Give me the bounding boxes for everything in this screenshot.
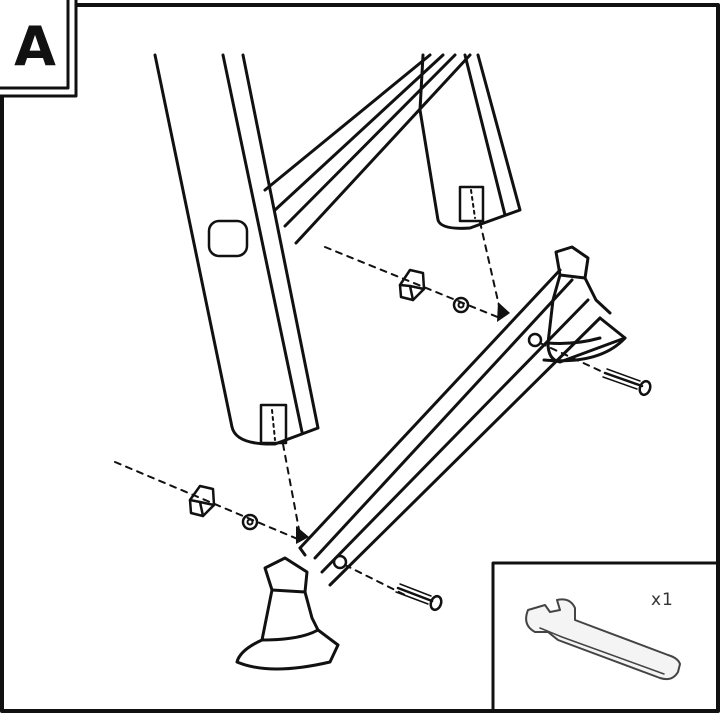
washer-icon — [452, 296, 470, 314]
guide-lines — [114, 221, 606, 596]
right-foot — [542, 245, 627, 364]
hex-nut-icon — [398, 268, 426, 302]
wrench-icon — [525, 598, 681, 681]
right-leg — [418, 53, 522, 230]
washer-icon — [241, 513, 259, 531]
left-leg — [153, 53, 320, 446]
bolt-icon — [602, 368, 652, 397]
step-badge — [0, 0, 78, 98]
upper-crossbar — [263, 53, 472, 245]
outer-border — [0, 3, 720, 713]
hex-nut-icon — [188, 484, 216, 518]
base-rail — [298, 268, 602, 587]
step-label: A — [14, 14, 56, 78]
leg-handle-hole — [207, 219, 249, 258]
left-foot — [235, 556, 340, 671]
rail-hole-right — [527, 332, 543, 348]
tool-box — [491, 561, 720, 713]
bolt-icon — [395, 583, 443, 612]
guide-arrowheads — [296, 302, 510, 544]
tool-quantity: x1 — [651, 590, 674, 610]
rail-hole-left — [332, 554, 348, 570]
